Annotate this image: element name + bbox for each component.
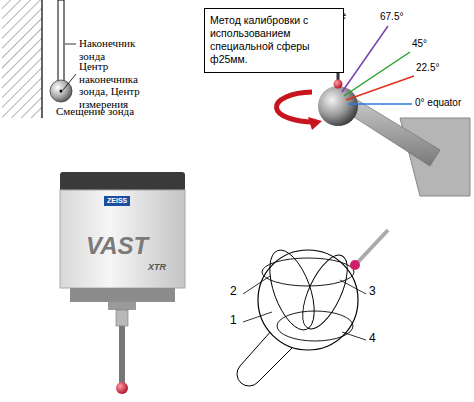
- head-plate: [70, 288, 175, 302]
- adapter: [108, 302, 136, 310]
- brand-logo: ZEISS: [104, 196, 130, 206]
- leader-line: [243, 312, 272, 322]
- leader-line: [65, 44, 76, 45]
- angle-label: 0° equator: [415, 97, 461, 109]
- head-body: [60, 190, 185, 288]
- product-suffix: XTR: [148, 262, 166, 272]
- leader-line: [342, 332, 366, 340]
- part-label: Центр наконечника зонда, Центр измерения: [79, 60, 159, 111]
- stylus-ball: [116, 382, 128, 394]
- sphere-stem: [346, 98, 440, 166]
- angle-label: 22.5°: [416, 62, 439, 74]
- note-box: Метод калибровки с использованием специа…: [204, 8, 344, 73]
- sphere: [318, 86, 358, 126]
- fitting: [116, 310, 128, 326]
- stylus-ball: [350, 260, 360, 270]
- stylus-rod: [58, 0, 64, 82]
- product-name: VAST: [86, 232, 148, 260]
- head-top: [60, 172, 185, 192]
- angle-label: 45°: [412, 38, 427, 50]
- angle-line: [346, 76, 414, 100]
- angle-label: 67.5°: [380, 11, 403, 23]
- leader-line: [63, 74, 76, 90]
- note-text: Метод калибровки с использованием специа…: [210, 14, 338, 67]
- callout-number: 3: [369, 285, 376, 299]
- stylus-rod: [358, 230, 388, 262]
- callout-number: 4: [369, 332, 376, 346]
- leader-line: [340, 280, 366, 294]
- probe-sketch: [2, 0, 76, 118]
- scan-circle: [261, 244, 324, 335]
- callout-number: 2: [230, 285, 237, 299]
- wall-edge: [41, 0, 42, 118]
- leader-line: [243, 276, 270, 294]
- probe-head: [60, 172, 185, 394]
- part-label: Смещение зонда: [56, 105, 156, 118]
- sphere: [258, 250, 358, 350]
- scan-circle: [294, 249, 357, 335]
- wall-hatch: [2, 0, 42, 118]
- ball-center: [60, 90, 63, 93]
- scan-sphere: [237, 230, 388, 386]
- part-label: Наконечник зонда: [79, 37, 149, 62]
- angle-line: [348, 103, 412, 105]
- callout-number: 1: [230, 314, 237, 328]
- rotation-arrowhead: [308, 117, 322, 130]
- stylus-rod: [119, 326, 125, 384]
- scan-circle: [277, 311, 353, 341]
- stylus-ball: [334, 80, 343, 89]
- rotation-arrow: [276, 92, 316, 122]
